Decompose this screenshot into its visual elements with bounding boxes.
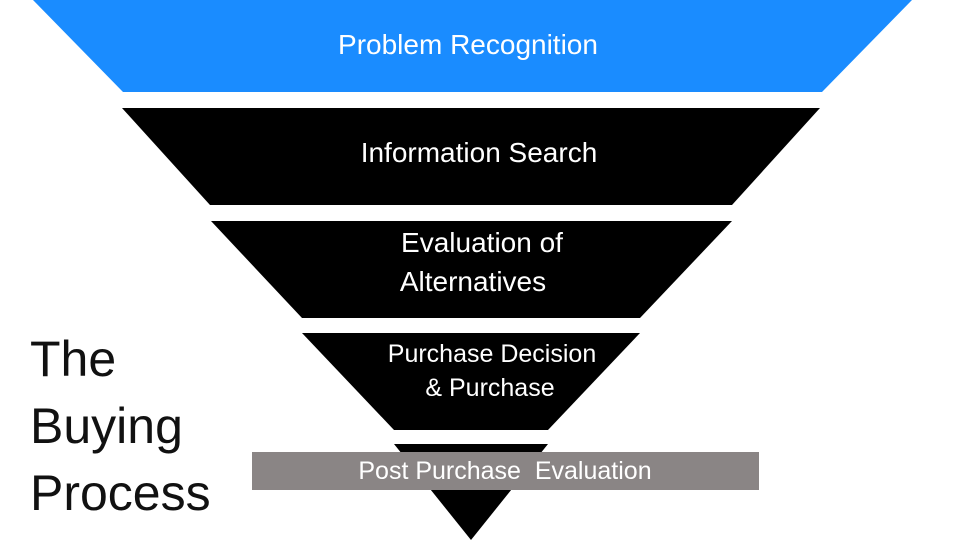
funnel-segment-information-search (122, 108, 820, 205)
funnel-stage-purchase-decision: Purchase Decision & Purchase (302, 333, 640, 430)
stage-label-evaluation-of-alternatives-line-2: Alternatives (400, 266, 546, 297)
funnel-stage-evaluation-of-alternatives: Evaluation of Alternatives (211, 221, 732, 318)
diagram-title: The Buying Process (30, 326, 211, 527)
funnel-segment-problem-recognition (33, 0, 912, 92)
post-purchase-evaluation-band (252, 452, 759, 490)
stage-label-problem-recognition: Problem Recognition (338, 29, 598, 60)
stage-label-evaluation-of-alternatives-line-1: Evaluation of (401, 227, 563, 258)
stage-label-post-purchase-evaluation: Post Purchase Evaluation (358, 457, 651, 485)
diagram-title-line-3: Process (30, 465, 211, 521)
stage-label-purchase-decision-line-1: Purchase Decision (388, 340, 596, 368)
diagram-title-line-2: Buying (30, 398, 183, 454)
diagram-title-line-1: The (30, 331, 117, 387)
stage-label-purchase-decision-line-2: & Purchase (425, 374, 554, 402)
funnel-stage-post-purchase-evaluation: Post Purchase Evaluation (252, 444, 759, 540)
funnel-segment-evaluation-of-alternatives (211, 221, 732, 318)
funnel-segment-purchase-decision (302, 333, 640, 430)
funnel-stage-information-search: Information Search (122, 108, 820, 205)
funnel-stage-problem-recognition: Problem Recognition (33, 0, 912, 92)
stage-label-information-search: Information Search (361, 137, 598, 168)
